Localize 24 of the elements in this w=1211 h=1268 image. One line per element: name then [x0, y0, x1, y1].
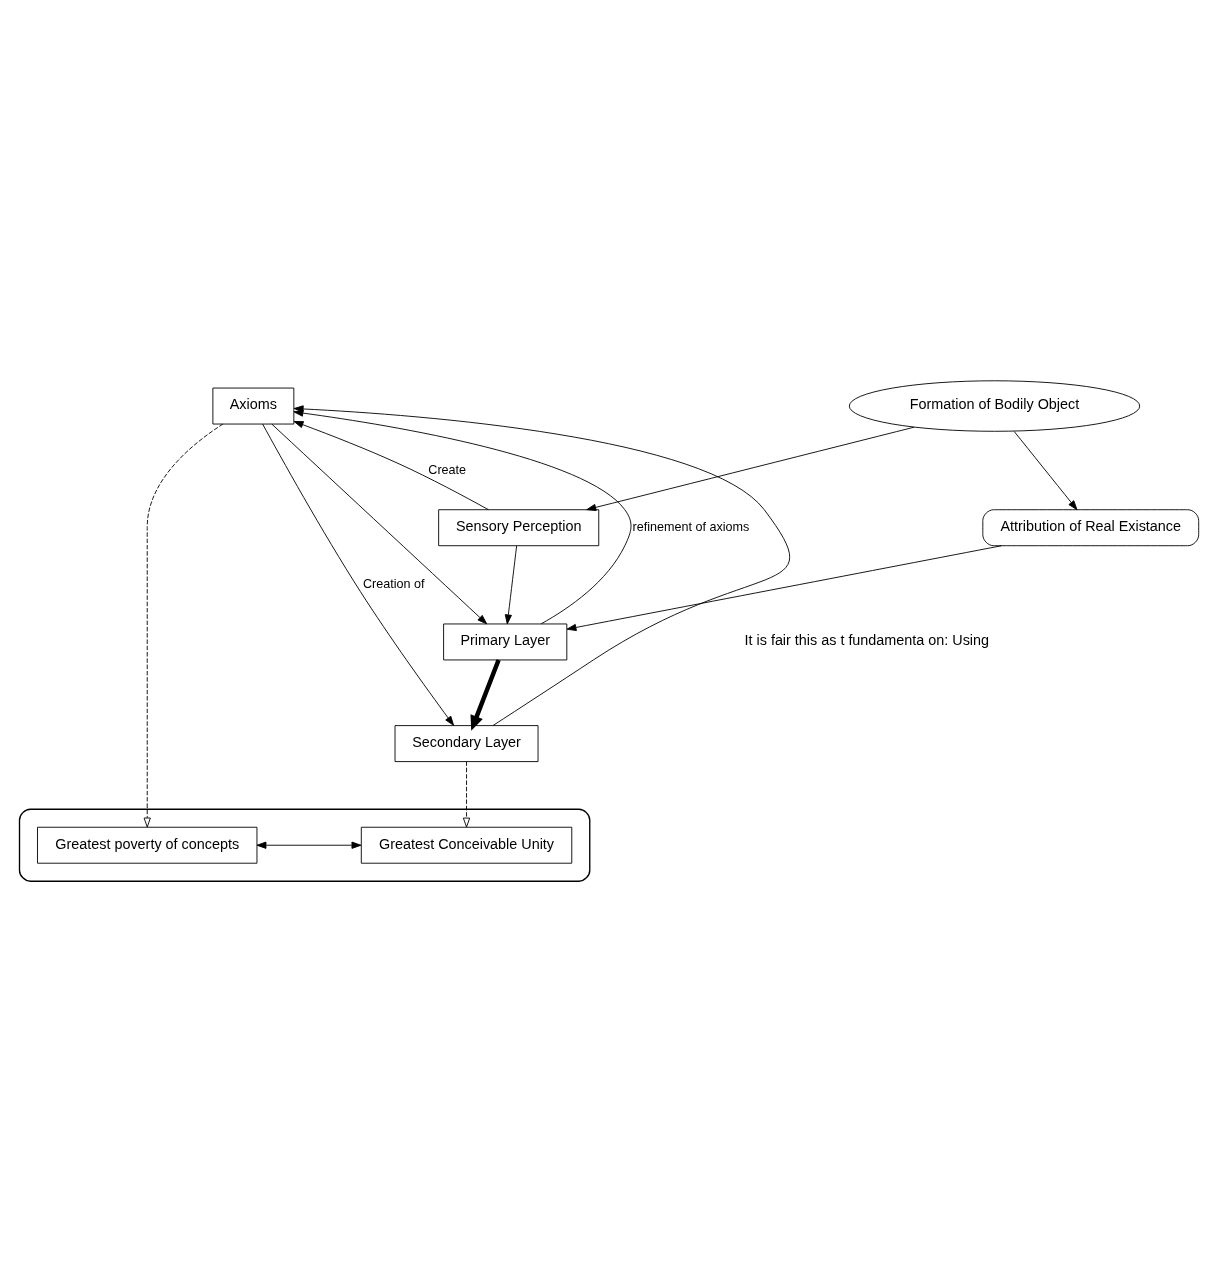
arrow — [470, 658, 501, 731]
edge-label: refinement of axioms — [632, 519, 750, 534]
arrow — [504, 545, 518, 624]
label: It is fair this as t fundamenta on: Using — [744, 631, 990, 648]
node-ellipse: Formation of Bodily Object — [848, 379, 1141, 432]
node-box: Greatest Conceivable Unity — [360, 826, 573, 864]
node-box: Greatest poverty of concepts — [37, 826, 258, 864]
arrow — [256, 841, 362, 849]
arrow — [586, 426, 915, 511]
arrow — [462, 760, 471, 827]
cluster — [18, 808, 591, 882]
edge-label: Create — [428, 462, 467, 477]
arrow — [143, 423, 224, 827]
arrow — [293, 420, 489, 510]
node-box: Secondary Layer — [394, 724, 539, 762]
node-box: Sensory Perception — [438, 508, 600, 546]
node-box: Axioms — [212, 387, 295, 424]
arrow — [271, 423, 488, 624]
node-box: Primary Layer — [443, 623, 568, 660]
arrow — [566, 544, 1002, 631]
node-box: Attribution of Real Existance — [982, 508, 1200, 546]
arrow — [1013, 430, 1078, 510]
arrow — [262, 423, 455, 726]
edge-label: Creation of — [362, 576, 425, 591]
